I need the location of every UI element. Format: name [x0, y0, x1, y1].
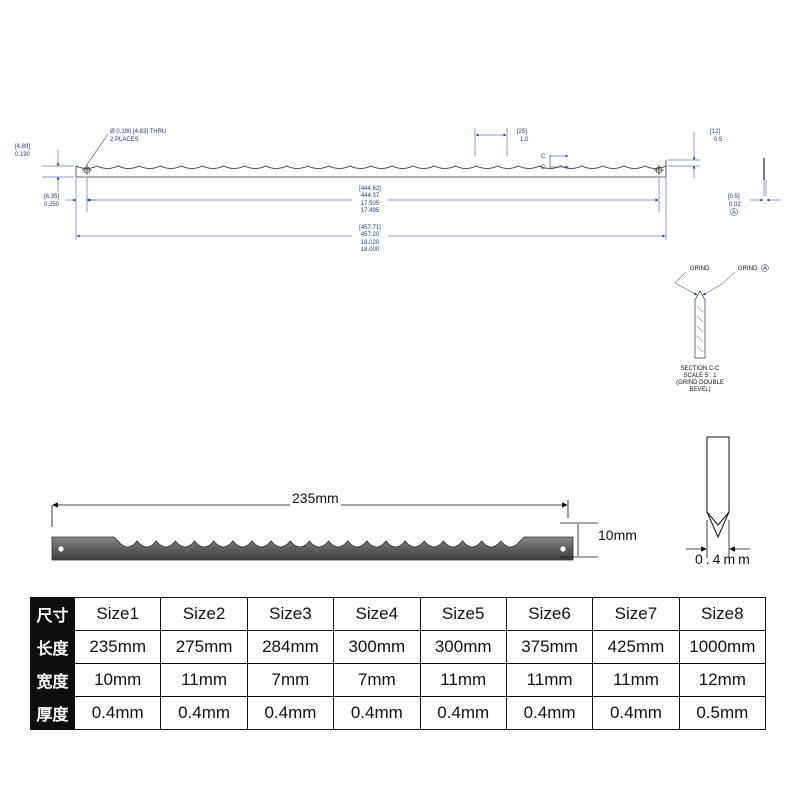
table-cell: 284mm: [246, 630, 335, 664]
table-cell: Size1: [73, 597, 162, 631]
mounting-holes: [82, 165, 664, 175]
left-height-mm: [4.83]: [15, 144, 30, 150]
table-cell: 0.4mm: [505, 696, 594, 730]
table-cell: 11mm: [592, 663, 680, 697]
blade-photo-hole-left: [58, 546, 64, 552]
table-cell: 275mm: [160, 630, 248, 664]
left-offset-dim: [6.35] 0.250: [44, 178, 97, 240]
table-cell: 0.4mm: [419, 696, 507, 730]
section-marker: C C: [541, 154, 569, 171]
hole-spacing-dim: [444.62] 444.37 17.505 17.495: [87, 178, 660, 214]
table-cell: 11mm: [160, 663, 248, 697]
row-header: 尺寸: [30, 597, 75, 631]
tooth-depth-in: 0.5: [714, 137, 723, 143]
section-cc-detail: GRIND GRIND A SECTION C-C SCALE 5 : 1 (G…: [674, 264, 769, 393]
overall-length-2: 457.20: [361, 232, 380, 238]
table-cell: 235mm: [73, 630, 162, 664]
photo-length-label: 235mm: [290, 490, 341, 506]
table-cell: 425mm: [592, 630, 680, 664]
tooth-pitch-in: 1.0: [520, 137, 529, 143]
table-cell: 0.4mm: [592, 696, 680, 730]
section-note-2: SCALE 5 : 1: [683, 373, 717, 379]
table-cell: Size7: [592, 597, 680, 631]
table-cell: 7mm: [333, 663, 421, 697]
hole-note: Ø 0.190 [4.83] THRU 2 PLACES: [85, 129, 166, 167]
left-height-dim: [4.83] 0.190: [15, 144, 74, 192]
table-cell: 7mm: [246, 663, 335, 697]
hole-spacing-2: 444.37: [361, 193, 380, 199]
hole-note-line1: Ø 0.190 [4.83] THRU: [110, 129, 166, 135]
thickness-label: 0.4mm: [695, 551, 753, 567]
blade-photo-hole-right: [560, 546, 566, 552]
hole-spacing-1: [444.62]: [359, 186, 381, 192]
section-marker-bottom: C: [541, 165, 546, 171]
table-cell: 12mm: [678, 663, 767, 697]
left-height-in: 0.190: [15, 152, 31, 158]
table-cell: 10mm: [73, 663, 162, 697]
table-cell: 0.4mm: [246, 696, 335, 730]
left-offset-mm: [6.35]: [44, 194, 59, 200]
tooth-depth-mm: [12]: [710, 129, 720, 135]
row-header: 厚度: [30, 696, 75, 730]
row-header: 宽度: [30, 663, 75, 697]
blade-outline: [75, 160, 667, 178]
section-note-4: BEVEL): [689, 387, 710, 393]
thickness-in: 0.02: [729, 202, 741, 208]
photo-width-label: 10mm: [598, 527, 637, 543]
table-cell: Size2: [160, 597, 248, 631]
overall-length-dim: [457.71] 457.20 18.020 18.000: [76, 178, 667, 253]
section-note-1: SECTION C-C: [681, 366, 721, 372]
overall-length-3: 18.020: [361, 240, 380, 246]
hole-spacing-3: 17.505: [361, 201, 380, 207]
table-cell: 0.5mm: [678, 696, 767, 730]
tooth-pitch-dim: [25] 1.0: [474, 128, 529, 156]
hole-note-line2: 2 PLACES: [110, 137, 139, 143]
table-cell: 0.4mm: [73, 696, 162, 730]
grind-datum: A: [763, 266, 767, 272]
section-marker-top: C: [541, 154, 546, 160]
tooth-depth-dim: [12] 0.5: [668, 129, 723, 178]
blade-photo-body: [51, 536, 574, 561]
blade-photo: [51, 536, 574, 561]
table-cell: 300mm: [419, 630, 507, 664]
thickness-section: [686, 436, 750, 558]
grind-datum-label: GRIND: [738, 266, 758, 272]
table-cell: Size4: [333, 597, 421, 631]
table-cell: Size3: [246, 597, 335, 631]
photo-width-dim: [560, 522, 598, 558]
grind-label: GRIND: [690, 266, 710, 272]
table-cell: Size5: [419, 597, 507, 631]
left-offset-in: 0.250: [44, 202, 60, 208]
table-cell: 11mm: [419, 663, 507, 697]
table-cell: Size6: [505, 597, 594, 631]
thickness-mm: [0.5]: [728, 194, 740, 200]
overall-length-4: 18.000: [361, 247, 380, 253]
table-cell: 0.4mm: [333, 696, 421, 730]
table-cell: Size8: [678, 597, 767, 631]
row-header: 长度: [30, 630, 75, 664]
section-note-3: (GRIND DOUBLE: [676, 380, 724, 386]
table-cell: 1000mm: [678, 630, 767, 664]
hole-spacing-4: 17.495: [361, 208, 380, 214]
table-cell: 0.4mm: [160, 696, 248, 730]
overall-length-1: [457.71]: [359, 225, 381, 231]
thickness-view: [0.5] 0.02 A: [728, 158, 780, 216]
table-cell: 375mm: [505, 630, 594, 664]
tooth-pitch-mm: [25]: [517, 129, 527, 135]
datum-a: A: [732, 210, 736, 216]
table-cell: 11mm: [505, 663, 594, 697]
table-cell: 300mm: [333, 630, 421, 664]
blade-scalloped-edge: [75, 165, 667, 169]
